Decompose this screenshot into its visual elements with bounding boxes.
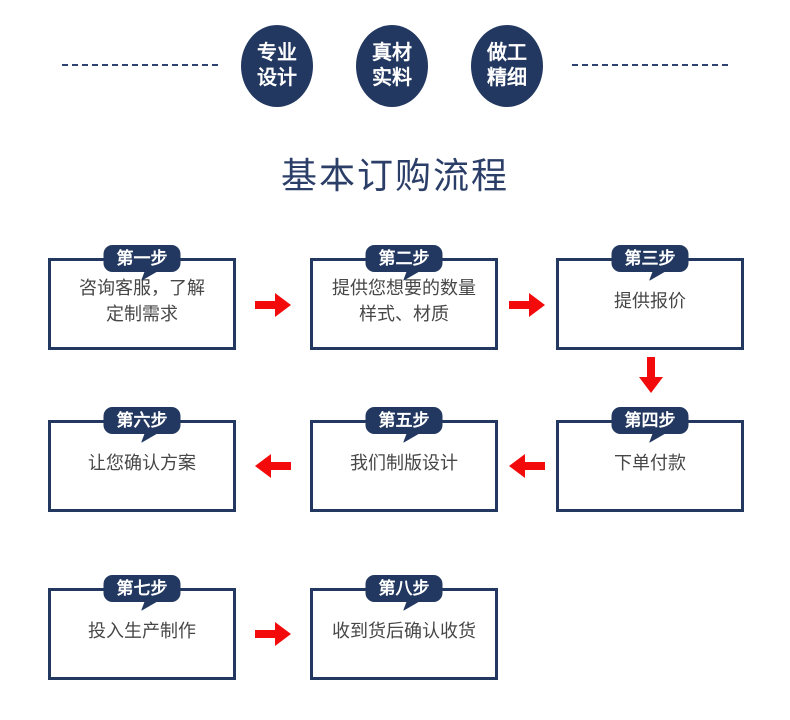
step-text: 我们制版设计 <box>313 423 495 509</box>
feature-badge-professional-design: 专业 设计 <box>241 25 313 107</box>
feature-badge-real-materials: 真材 实料 <box>356 25 428 107</box>
section-title: 基本订购流程 <box>280 155 509 196</box>
badge-tail <box>141 432 160 443</box>
step-box-8: 第八步 收到货后确认收货 <box>310 575 498 680</box>
step-box-3: 第三步 提供报价 <box>556 245 744 350</box>
step-badge-label: 第一步 <box>116 249 168 268</box>
badge-tail <box>649 270 668 281</box>
left-dashed-divider <box>62 64 218 66</box>
step-badge-5: 第五步 <box>365 407 443 443</box>
feature-badge-line: 精细 <box>487 67 527 89</box>
arrow-left-icon <box>254 453 292 479</box>
step-text: 下单付款 <box>559 423 741 509</box>
step-box-7: 第七步 投入生产制作 <box>48 575 236 680</box>
step-badge-7: 第七步 <box>103 575 181 611</box>
step-badge-8: 第八步 <box>365 575 443 611</box>
step-text: 咨询客服，了解 定制需求 <box>51 261 233 347</box>
step-text: 让您确认方案 <box>51 423 233 509</box>
step-box-6: 第六步 让您确认方案 <box>48 407 236 512</box>
step-box-5: 第五步 我们制版设计 <box>310 407 498 512</box>
step-text-line: 样式、材质 <box>359 304 449 324</box>
step-text-line: 收到货后确认收货 <box>332 621 476 641</box>
badge-tail <box>141 270 160 281</box>
badge-tail <box>403 432 422 443</box>
step-text-line: 我们制版设计 <box>350 453 458 473</box>
step-badge-label: 第三步 <box>624 249 676 268</box>
feature-badge-line: 设计 <box>257 67 297 89</box>
step-text-line: 咨询客服，了解 <box>79 278 205 298</box>
step-badge-1: 第一步 <box>103 245 181 281</box>
feature-badge-line: 专业 <box>257 42 297 64</box>
step-box-1: 第一步 咨询客服，了解 定制需求 <box>48 245 236 350</box>
badge-tail <box>649 432 668 443</box>
step-text: 提供您想要的数量 样式、材质 <box>313 261 495 347</box>
step-text-line: 投入生产制作 <box>88 621 196 641</box>
arrow-right-icon <box>254 292 292 318</box>
badge-tail <box>141 600 160 611</box>
feature-badge-line: 实料 <box>372 67 412 89</box>
arrow-right-icon <box>254 621 292 647</box>
step-text-line: 让您确认方案 <box>88 453 196 473</box>
step-box-2: 第二步 提供您想要的数量 样式、材质 <box>310 245 498 350</box>
step-text: 投入生产制作 <box>51 591 233 677</box>
step-badge-label: 第二步 <box>378 249 430 268</box>
step-text-line: 下单付款 <box>614 453 686 473</box>
step-badge-4: 第四步 <box>611 407 689 443</box>
arrow-left-icon <box>508 453 546 479</box>
step-box-4: 第四步 下单付款 <box>556 407 744 512</box>
step-text-line: 提供您想要的数量 <box>332 278 476 298</box>
feature-badge-line: 真材 <box>372 42 412 64</box>
feature-badge-line: 做工 <box>487 42 527 64</box>
badge-tail <box>403 270 422 281</box>
step-badge-label: 第八步 <box>378 579 430 598</box>
step-text: 提供报价 <box>559 261 741 347</box>
arrow-down-icon <box>638 356 664 394</box>
step-badge-6: 第六步 <box>103 407 181 443</box>
step-text: 收到货后确认收货 <box>313 591 495 677</box>
step-badge-label: 第七步 <box>116 579 168 598</box>
step-badge-label: 第五步 <box>378 411 430 430</box>
right-dashed-divider <box>572 64 728 66</box>
badge-tail <box>403 600 422 611</box>
arrow-right-icon <box>508 292 546 318</box>
step-badge-label: 第六步 <box>116 411 168 430</box>
step-badge-2: 第二步 <box>365 245 443 281</box>
step-badge-label: 第四步 <box>624 411 676 430</box>
step-text-line: 提供报价 <box>614 291 686 311</box>
feature-badge-fine-workmanship: 做工 精细 <box>471 25 543 107</box>
step-badge-3: 第三步 <box>611 245 689 281</box>
step-text-line: 定制需求 <box>106 304 178 324</box>
